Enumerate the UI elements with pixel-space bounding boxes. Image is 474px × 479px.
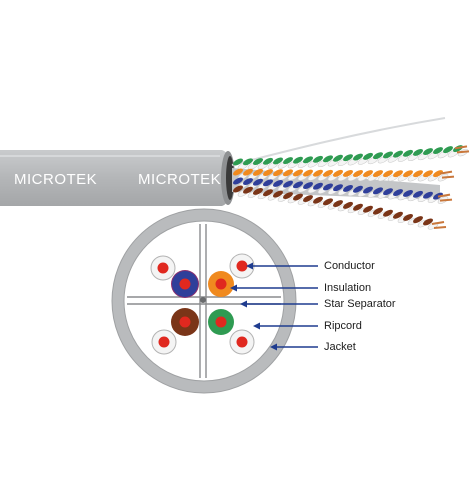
conductor-white-orange xyxy=(229,253,255,279)
conductor-white-green xyxy=(229,329,255,355)
twisted-pairs xyxy=(232,145,470,230)
cable-body xyxy=(0,150,235,206)
jacket-ring-outer-edge xyxy=(111,208,297,394)
ripcord-dot xyxy=(200,297,206,303)
twisted-pair-brown xyxy=(232,185,447,230)
conductor-blue xyxy=(171,270,199,298)
callout-lines xyxy=(230,262,318,351)
brand-label-right: MICROTEK xyxy=(138,171,222,188)
callout-ripcord: Ripcord xyxy=(324,320,362,332)
cross-section xyxy=(111,208,297,394)
twisted-pair-green xyxy=(232,145,470,170)
callout-conductor: Conductor xyxy=(324,260,375,272)
twisted-pair-blue xyxy=(232,177,453,204)
conductor-white-brown xyxy=(151,329,177,355)
callout-line-insulation xyxy=(230,284,318,292)
cable-jacket xyxy=(0,150,232,206)
callout-insulation: Insulation xyxy=(324,282,372,294)
callout-line-jacket xyxy=(270,343,318,351)
conductor-brown xyxy=(171,308,199,336)
conductor-orange xyxy=(208,271,234,297)
callout-jacket: Jacket xyxy=(324,341,356,353)
callout-line-ripcord xyxy=(253,322,318,330)
conductor-green xyxy=(208,309,234,335)
callout-star-separator: Star Separator xyxy=(324,298,396,310)
conductor-white-blue xyxy=(150,255,176,281)
conductor-group xyxy=(150,253,255,355)
callout-line-star-separator xyxy=(240,300,318,308)
twisted-pair-orange xyxy=(232,168,455,182)
ripcord-strand xyxy=(231,117,446,166)
brand-label-left: MICROTEK xyxy=(14,171,98,188)
callout-line-conductor xyxy=(246,262,318,270)
